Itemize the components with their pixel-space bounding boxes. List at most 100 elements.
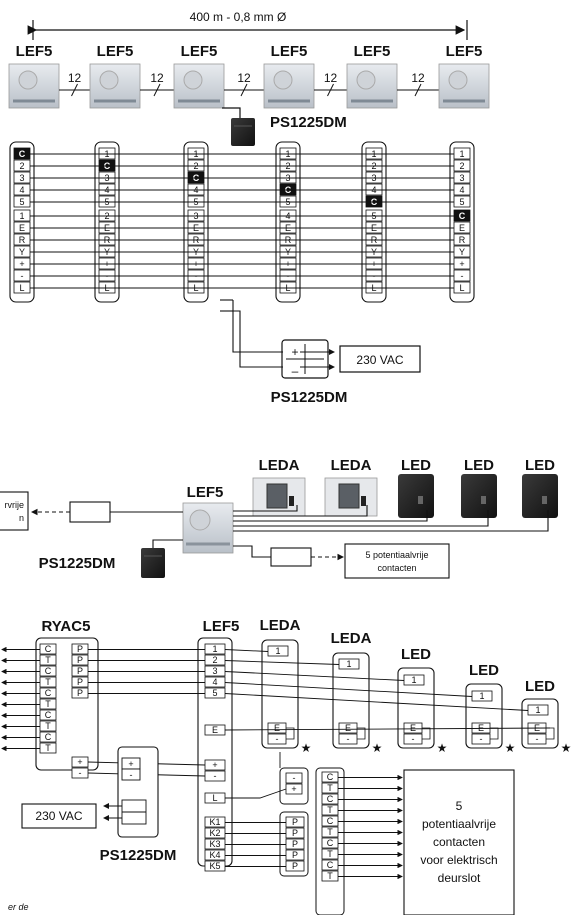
star-mark: ★ <box>505 741 516 755</box>
terminal <box>279 221 297 234</box>
device-label-6: LEF5 <box>446 43 483 60</box>
terminal <box>453 257 471 270</box>
relay-terminal: T <box>327 871 333 881</box>
terminal <box>187 209 205 222</box>
terminal <box>453 233 471 246</box>
terminal-label: - <box>461 271 464 281</box>
terminal <box>279 281 297 294</box>
station-label-4: LED <box>464 457 494 474</box>
terminal <box>187 233 205 246</box>
terminal-label: 2 <box>19 161 24 171</box>
terminal <box>365 257 383 270</box>
psu-unit-top <box>222 107 255 146</box>
wire-count-label: 12 <box>68 71 82 85</box>
relay-text-5: deurslot <box>438 871 481 885</box>
station-terminal-1: 1 <box>411 675 416 685</box>
psu-label-bottom: PS1225DM <box>271 389 348 406</box>
station-terminal-1: 1 <box>275 646 280 656</box>
common-terminal <box>279 183 297 196</box>
terminal-label: L <box>459 283 464 293</box>
terminal <box>453 281 471 294</box>
terminal <box>453 147 471 160</box>
station3-outline <box>261 639 299 749</box>
device-label-1: LEF5 <box>16 43 53 60</box>
ryac-terminal: C <box>45 710 52 720</box>
terminal <box>13 159 31 172</box>
led-unit <box>522 474 558 518</box>
station-terminal-minus: - <box>276 734 279 744</box>
relay-terminal: T <box>327 783 333 793</box>
terminal-label: L <box>19 283 24 293</box>
terminal <box>365 269 383 282</box>
station-label-1: LEDA <box>259 457 300 474</box>
terminal-label: 5 <box>459 197 464 207</box>
terminal <box>13 183 31 196</box>
split-minus: - <box>293 773 296 783</box>
terminal-label: 2 <box>459 161 464 171</box>
terminal-label: + <box>459 259 464 269</box>
relay-terminal: T <box>327 805 333 815</box>
relay-output-box: 5 potentiaalvrije contacten voor elektri… <box>403 769 515 915</box>
terminal <box>453 159 471 172</box>
p-terminal: P <box>292 839 298 849</box>
terminal <box>365 209 383 222</box>
ryac-terminal: T <box>45 721 51 731</box>
common-terminal <box>187 171 205 184</box>
terminal <box>13 269 31 282</box>
terminal <box>279 195 297 208</box>
terminal <box>187 257 205 270</box>
station-terminal-minus: - <box>412 734 415 744</box>
station3-label-4: LED <box>469 662 499 679</box>
terminal <box>187 281 205 294</box>
relay-text-2: potentiaalvrije <box>422 817 496 831</box>
terminal <box>453 183 471 196</box>
terminal <box>365 221 383 234</box>
relay-terminal: C <box>327 838 334 848</box>
terminal <box>187 159 205 172</box>
contacts-line2: contacten <box>377 563 416 573</box>
star-mark: ★ <box>437 741 448 755</box>
terminal <box>187 245 205 258</box>
contacts-output-2: 5 potentiaalvrije contacten <box>233 543 450 579</box>
lef-terminal: 4 <box>212 677 217 687</box>
terminal <box>13 171 31 184</box>
terminal-label: - <box>21 271 24 281</box>
relay-terminal: C <box>327 772 334 782</box>
terminal <box>98 195 116 208</box>
terminal <box>365 233 383 246</box>
terminal <box>13 233 31 246</box>
psu-minus: – <box>292 364 299 378</box>
wire-count-label: 12 <box>411 71 425 85</box>
psu-unit-2 <box>141 539 183 578</box>
ryac-p-terminal: P <box>77 655 83 665</box>
station-label-2: LEDA <box>331 457 372 474</box>
lef-terminal: 5 <box>212 688 217 698</box>
terminal <box>98 245 116 258</box>
vac-box-top: 230 VAC <box>339 345 421 373</box>
terminal-label: E <box>19 223 25 233</box>
bus-wires <box>30 153 454 289</box>
terminal-label: E <box>459 223 465 233</box>
terminal <box>187 147 205 160</box>
lef-label-2: LEF5 <box>187 484 224 501</box>
relay-text-1: 5 <box>456 799 463 813</box>
terminal-label: R <box>459 235 466 245</box>
relay-terminal: T <box>327 849 333 859</box>
psu3-minus: - <box>130 770 133 780</box>
terminal-label: 3 <box>459 173 464 183</box>
ryac-terminal: C <box>45 732 52 742</box>
lef-k-terminal: K3 <box>209 839 220 849</box>
terminal-label: C <box>459 211 466 221</box>
device-label-5: LEF5 <box>354 43 391 60</box>
terminal <box>453 245 471 258</box>
terminal-label: R <box>19 235 26 245</box>
psu-box-bottom: + – <box>220 299 335 379</box>
distance-label: 400 m - 0,8 mm Ø <box>190 10 287 24</box>
device-label-4: LEF5 <box>271 43 308 60</box>
